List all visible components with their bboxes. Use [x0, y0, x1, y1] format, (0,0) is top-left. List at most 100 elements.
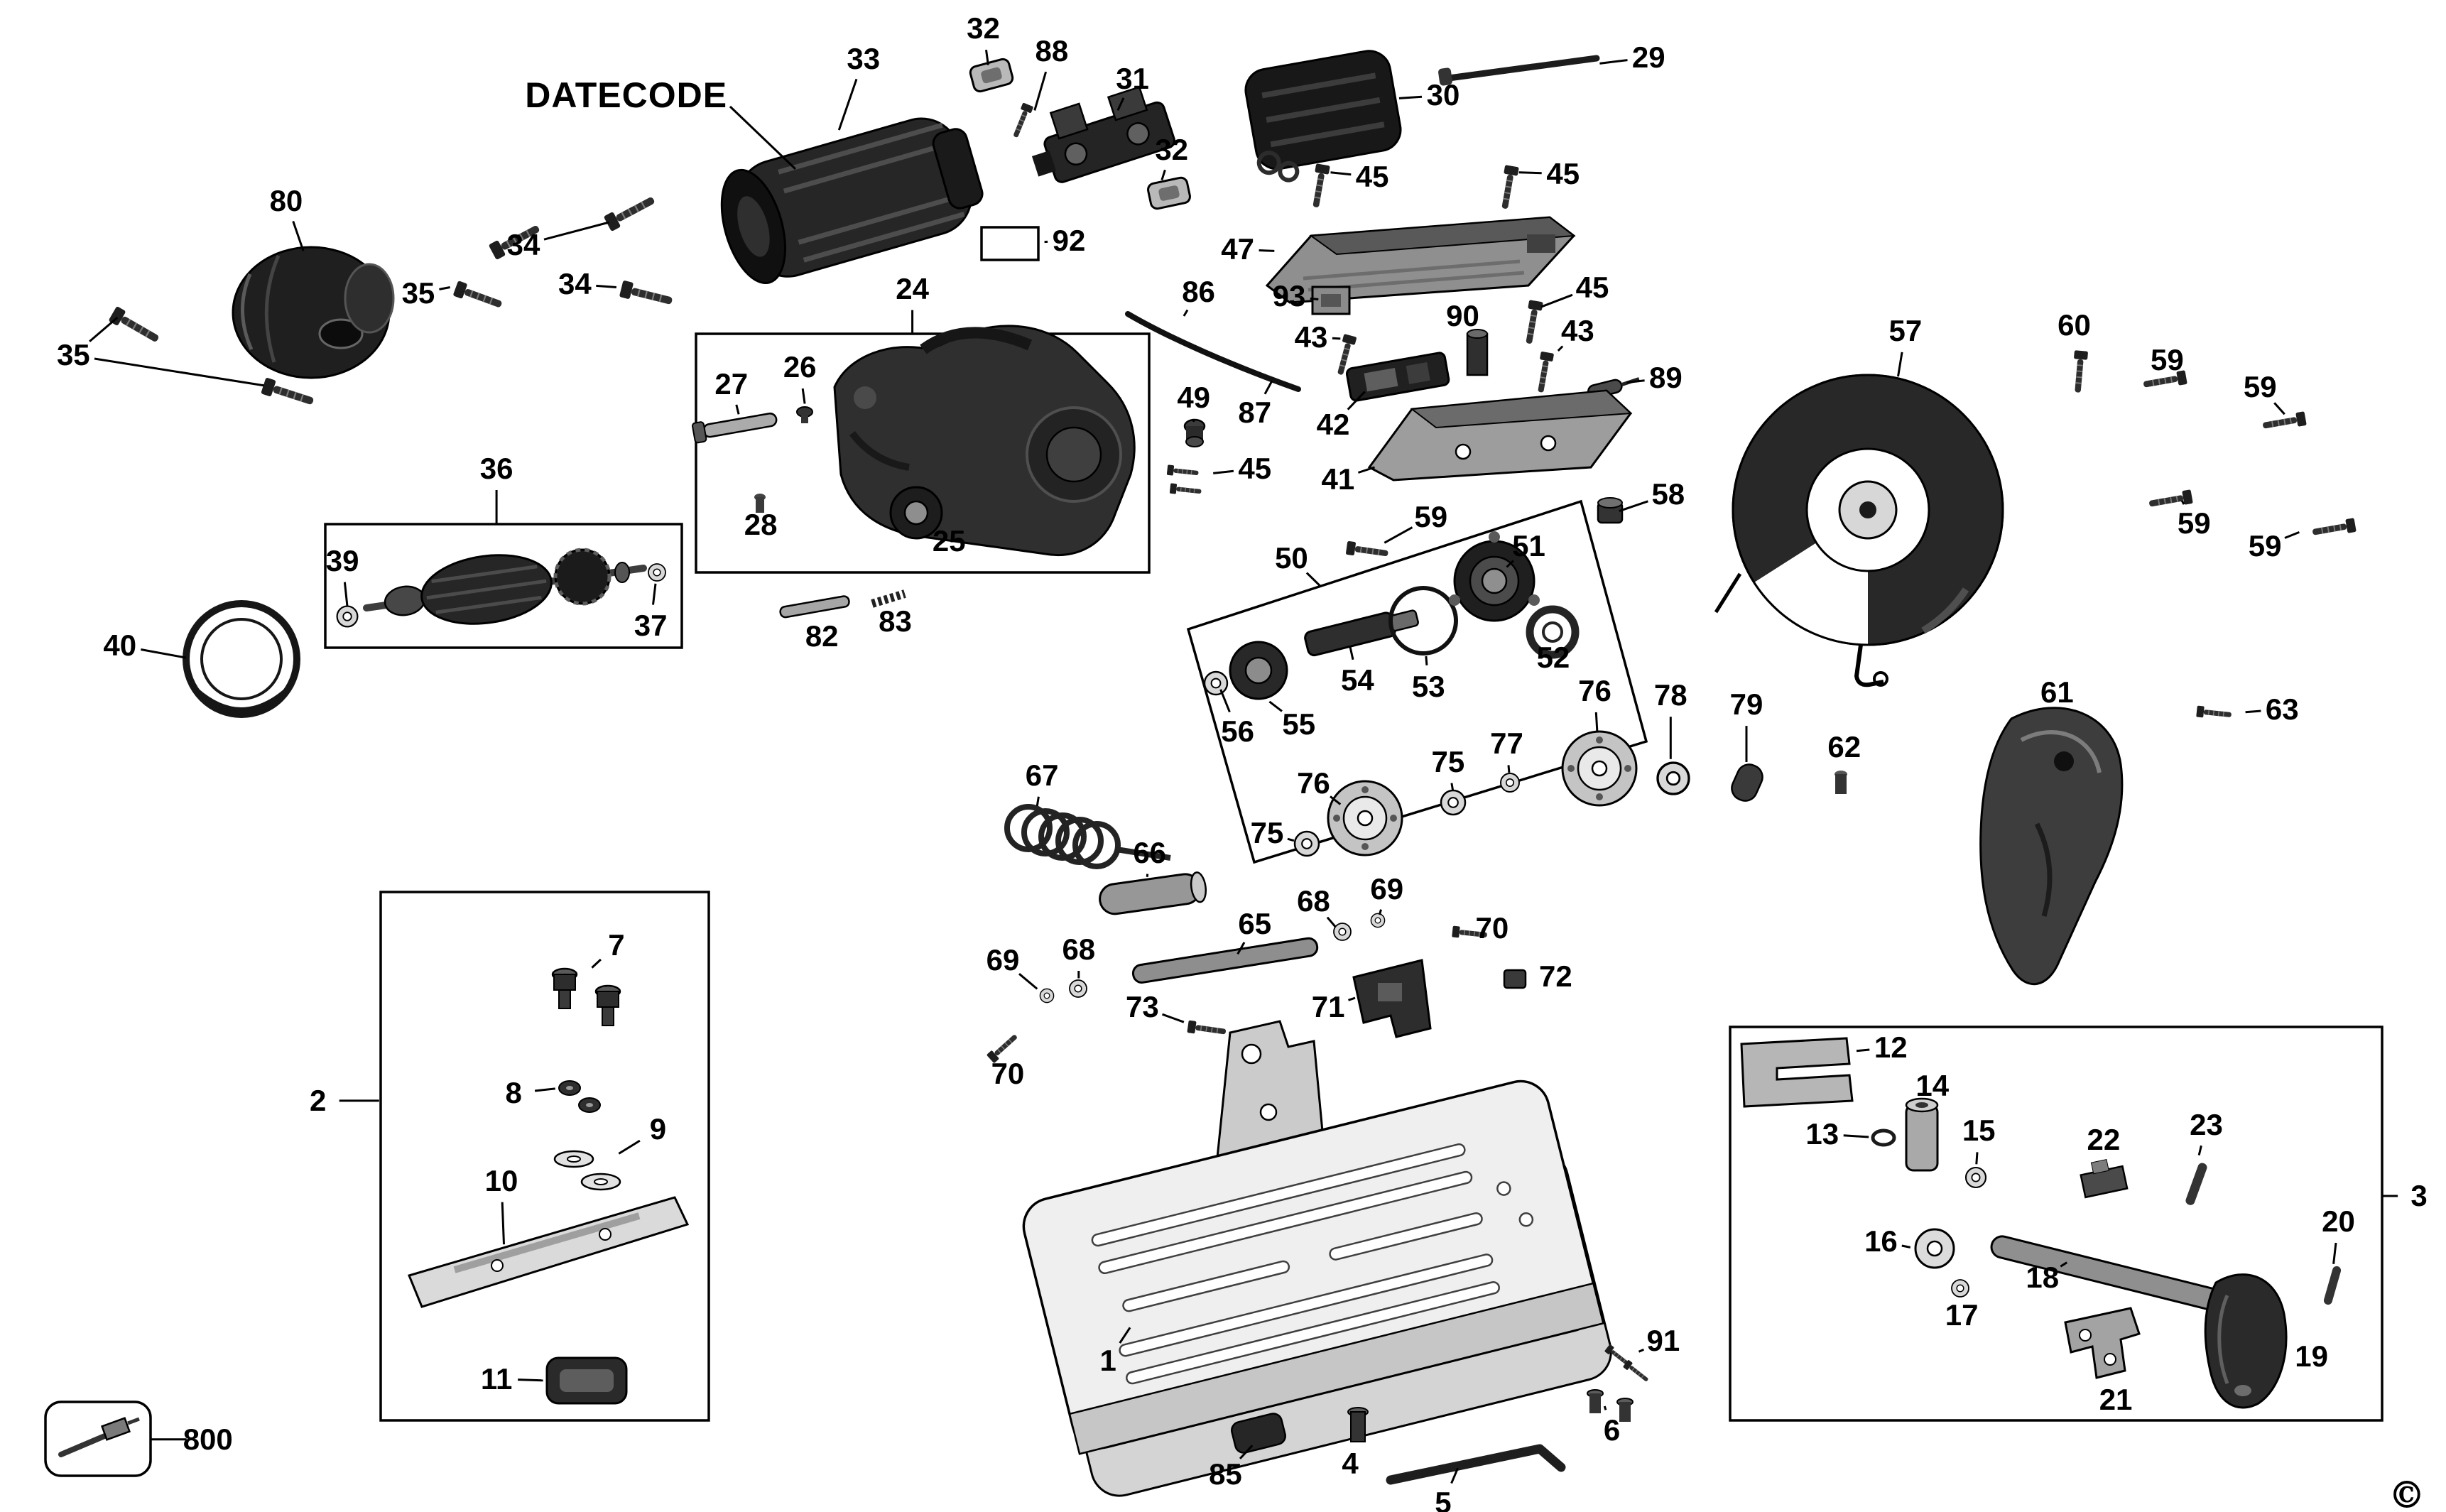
part-58-nut	[1597, 497, 1624, 524]
callout-87: 87	[1238, 396, 1272, 430]
callout-55: 55	[1282, 707, 1316, 741]
callout-59-4: 59	[2248, 528, 2282, 562]
callout-59: 59	[2151, 342, 2184, 376]
part-29-rod	[1438, 55, 1600, 86]
callout-30: 30	[1426, 78, 1460, 112]
part-76-flange-b	[1327, 780, 1403, 856]
part-7-bolt-2	[594, 984, 621, 1027]
part-36-armature	[363, 548, 647, 625]
part-24-gear-housing	[833, 325, 1136, 557]
callout-34: 34	[506, 227, 540, 261]
callout-47: 47	[1221, 232, 1255, 266]
callout-61: 61	[2040, 675, 2074, 709]
part-32-cap-top	[969, 58, 1014, 93]
callout-10: 10	[484, 1163, 518, 1197]
part-42-switch	[1345, 352, 1450, 402]
callout-93: 93	[1272, 279, 1306, 313]
part-69-washer-a	[1370, 913, 1386, 928]
callout-62: 62	[1827, 729, 1861, 763]
callout-88: 88	[1035, 34, 1069, 68]
part-26-cap	[796, 406, 813, 423]
part-67-spring	[1004, 804, 1171, 869]
part-68-washer-b	[1069, 979, 1087, 998]
part-4-bolt	[1347, 1407, 1369, 1442]
part-41-bracket	[1367, 389, 1633, 482]
callout-85: 85	[1209, 1457, 1242, 1491]
callout-52: 52	[1536, 641, 1570, 675]
part-5-wrench	[1386, 1444, 1566, 1485]
callout-12: 12	[1874, 1030, 1908, 1065]
part-53-ring	[1388, 586, 1458, 656]
callout-5: 5	[1435, 1486, 1452, 1512]
callout-4: 4	[1342, 1446, 1359, 1480]
callout-24: 24	[896, 271, 929, 305]
callout-42: 42	[1316, 408, 1350, 442]
callout-800: 800	[183, 1422, 233, 1456]
part-75-washer-b	[1293, 830, 1320, 857]
part-8-washers	[558, 1080, 601, 1113]
callout-76-2: 76	[1297, 766, 1330, 800]
part-86-cable	[1125, 311, 1301, 392]
part-12-bracket	[1740, 1037, 1854, 1108]
part-62-bolt	[1835, 771, 1847, 794]
callout-2: 2	[310, 1083, 327, 1117]
part-32-cap-lower	[1147, 176, 1191, 210]
callout-68-2: 68	[1062, 932, 1096, 966]
callout-31: 31	[1116, 61, 1149, 95]
part-93-block	[1311, 285, 1351, 315]
part-28-pin	[754, 494, 766, 513]
part-14-cylinder	[1905, 1097, 1939, 1172]
part-79-pin	[1731, 763, 1763, 802]
part-16-washer	[1914, 1228, 1955, 1269]
callout-65: 65	[1238, 906, 1272, 940]
part-11-clamp	[545, 1356, 628, 1405]
callout-59-2: 59	[2243, 370, 2277, 404]
callout-25: 25	[932, 524, 966, 558]
callout-22: 22	[2087, 1123, 2121, 1157]
callout-43-2: 43	[1561, 314, 1594, 348]
part-40-baffle	[183, 600, 300, 718]
part-39-washer	[336, 605, 359, 628]
callout-8: 8	[505, 1076, 522, 1110]
callout-76: 76	[1578, 673, 1611, 707]
copyright-mark: ©	[2388, 1473, 2425, 1512]
callout-32-2: 32	[1155, 132, 1189, 166]
part-9-washers	[553, 1150, 621, 1191]
callout-70: 70	[1475, 911, 1509, 945]
part-65-rod	[1131, 937, 1319, 984]
callout-29: 29	[1631, 40, 1665, 74]
callout-66: 66	[1133, 835, 1167, 869]
callout-80: 80	[269, 184, 303, 218]
callout-90: 90	[1446, 298, 1479, 332]
callout-39: 39	[325, 543, 359, 577]
callout-75: 75	[1431, 745, 1465, 779]
callout-11: 11	[480, 1361, 513, 1396]
callout-57: 57	[1888, 314, 1923, 348]
part-15-washer	[1964, 1166, 1987, 1189]
callout-67: 67	[1025, 758, 1059, 793]
part-54-spindle	[1304, 609, 1419, 657]
callout-14: 14	[1915, 1068, 1950, 1102]
callout-27: 27	[714, 366, 749, 401]
callout-69: 69	[1370, 871, 1404, 905]
part-56-washer	[1203, 670, 1229, 696]
part-80-end-cap	[232, 246, 395, 379]
callout-89: 89	[1649, 361, 1683, 395]
callout-82: 82	[805, 619, 839, 653]
assembly-3-box	[1729, 1026, 2384, 1422]
callout-34-2: 34	[558, 267, 592, 301]
callout-69-2: 69	[986, 942, 1020, 977]
part-45-screw-a	[1308, 163, 1331, 210]
datecode-label: DATECODE	[525, 75, 728, 116]
part-78-washer	[1656, 761, 1690, 795]
part-61-lower-guard	[1979, 707, 2124, 986]
part-45-screw-b	[1496, 164, 1520, 211]
part-pivot-bracket	[1216, 1020, 1325, 1165]
callout-3: 3	[2410, 1179, 2428, 1213]
callout-53: 53	[1411, 669, 1445, 703]
part-10-fence	[407, 1196, 690, 1308]
part-51-bearing-retainer	[1449, 531, 1540, 622]
part-68-washer-a	[1333, 923, 1352, 941]
callout-50: 50	[1275, 540, 1308, 575]
